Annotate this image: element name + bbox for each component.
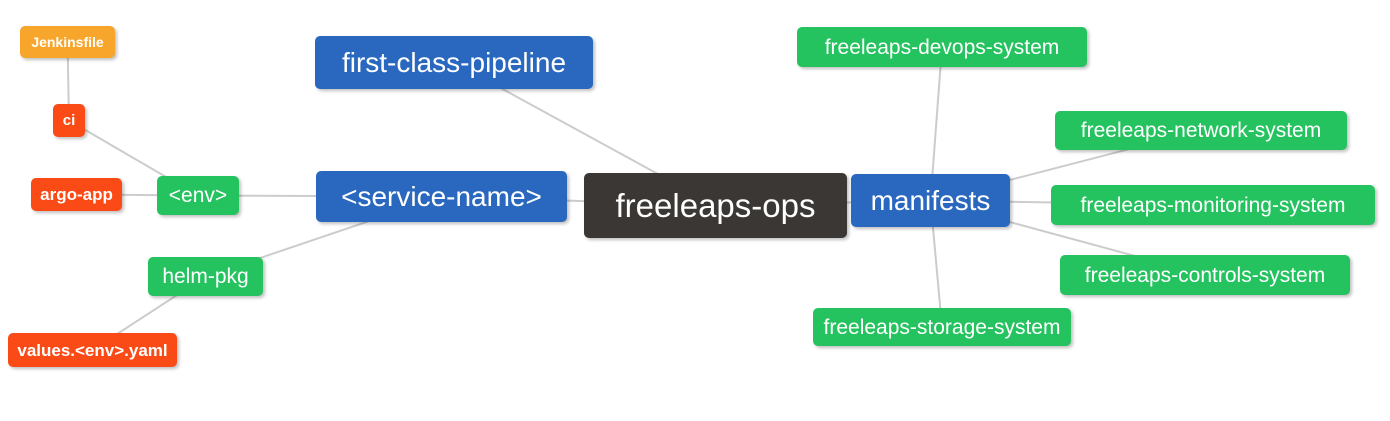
node-service-name[interactable]: <service-name> bbox=[316, 171, 567, 222]
node-freeleaps-monitoring-system[interactable]: freeleaps-monitoring-system bbox=[1051, 185, 1375, 225]
node-jenkinsfile[interactable]: Jenkinsfile bbox=[20, 26, 115, 58]
node-env[interactable]: <env> bbox=[157, 176, 239, 215]
node-freeleaps-ops[interactable]: freeleaps-ops bbox=[584, 173, 847, 238]
node-manifests[interactable]: manifests bbox=[851, 174, 1010, 227]
node-first-class-pipeline[interactable]: first-class-pipeline bbox=[315, 36, 593, 89]
node-freeleaps-devops-system[interactable]: freeleaps-devops-system bbox=[797, 27, 1087, 67]
node-freeleaps-controls-system[interactable]: freeleaps-controls-system bbox=[1060, 255, 1350, 295]
node-helm-pkg[interactable]: helm-pkg bbox=[148, 257, 263, 296]
node-argo-app[interactable]: argo-app bbox=[31, 178, 122, 211]
node-values-env-yaml[interactable]: values.<env>.yaml bbox=[8, 333, 177, 367]
node-ci[interactable]: ci bbox=[53, 104, 85, 137]
node-freeleaps-storage-system[interactable]: freeleaps-storage-system bbox=[813, 308, 1071, 346]
node-freeleaps-network-system[interactable]: freeleaps-network-system bbox=[1055, 111, 1347, 150]
